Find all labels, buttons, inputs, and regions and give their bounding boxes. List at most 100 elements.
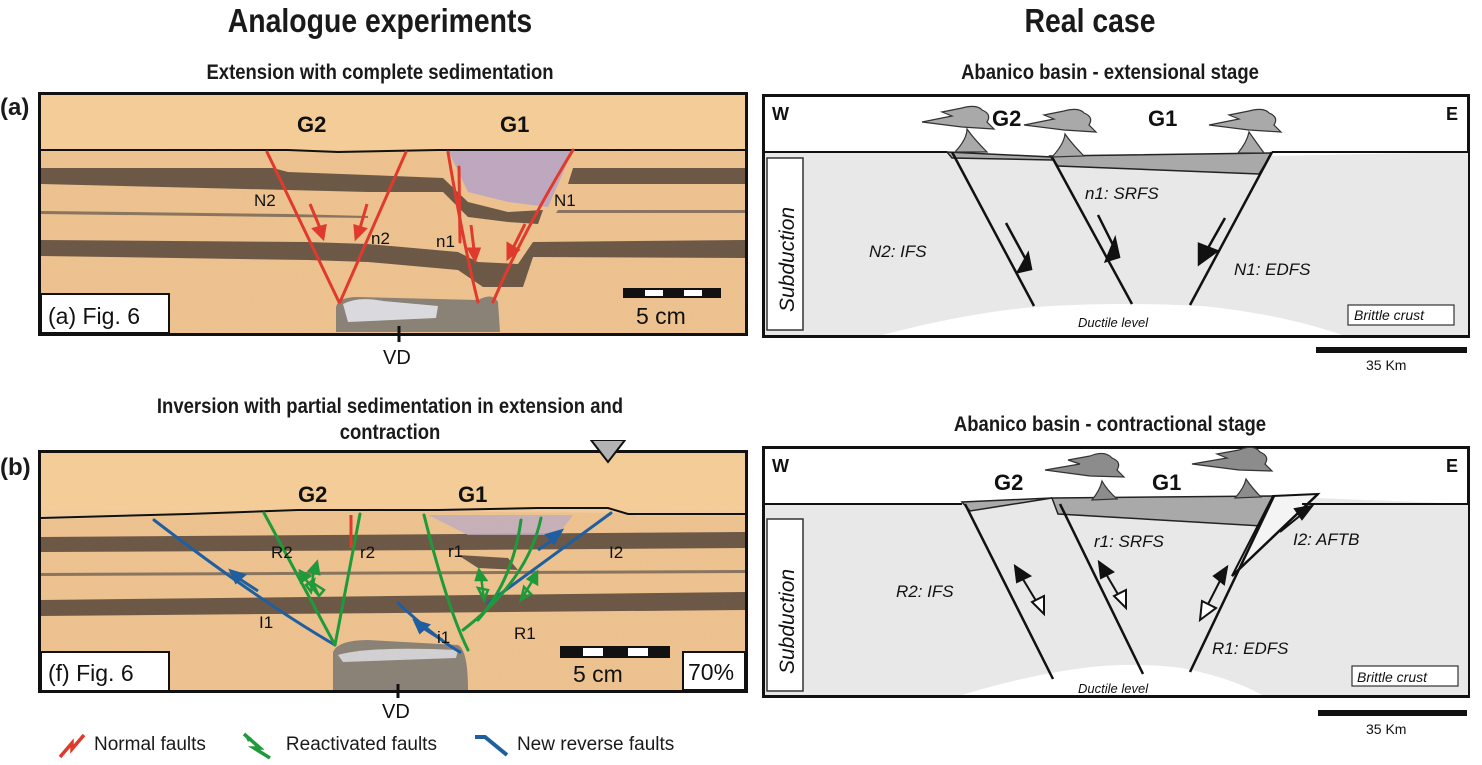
label-r2: r2 — [360, 543, 375, 562]
label-ductile-level: Ductile level — [1078, 681, 1149, 696]
fault-legend: Normal faults Reactivated faults New rev… — [56, 730, 756, 760]
fig-ref-b: (f) Fig. 6 — [48, 660, 134, 686]
label-G1: G1 — [458, 482, 487, 507]
label-R1: R1 — [514, 624, 536, 643]
reactivated-fault-arrows — [298, 559, 539, 604]
label-G2: G2 — [297, 112, 326, 137]
percent-label: 70% — [688, 659, 734, 685]
panel-b-experiment: G2 G1 R2 r2 r1 R1 I1 i1 I2 (f) Fig. 6 5 … — [38, 440, 748, 722]
fault-R1-EDFS — [1188, 495, 1276, 673]
con-fault-arrows — [1013, 504, 1315, 623]
label-brittle-crust: Brittle crust — [1357, 669, 1428, 685]
fault-r1 — [422, 513, 470, 652]
label-R2: R2 — [271, 543, 293, 562]
label-subduction: Subduction — [776, 569, 799, 674]
scale-label-con: 35 Km — [1366, 721, 1406, 737]
label-i1: i1 — [437, 628, 450, 647]
reverse-fault-arrows — [228, 528, 565, 642]
label-I1: I1 — [259, 613, 273, 632]
dark-layer — [41, 168, 368, 192]
label-G1: G1 — [1148, 106, 1177, 131]
label-r1: r1 — [448, 542, 463, 561]
percent-box — [682, 651, 746, 691]
panel-a-title: Extension with complete sedimentation — [206, 61, 554, 84]
panel-a-experiment: G2 G1 N2 n2 n1 N1 (a) Fig. 6 5 cm VD — [38, 92, 748, 368]
label-I2: I2 — [609, 543, 623, 562]
label-R1-EDFS: R1: EDFS — [1212, 639, 1289, 658]
label-n2: n2 — [371, 229, 390, 248]
surface-line — [41, 149, 745, 154]
label-G2: G2 — [994, 470, 1023, 495]
scale-bar-a — [623, 288, 721, 298]
volcano-icons — [921, 105, 1283, 158]
label-I2-AFTB: I2: AFTB — [1293, 530, 1359, 549]
brittle-crust-box — [1347, 304, 1455, 326]
fault-N1-EDFS — [1188, 151, 1274, 306]
dark-layer — [41, 240, 368, 262]
legend-item-reactivated: Reactivated faults — [240, 730, 437, 760]
label-r1-SRFS: r1: SRFS — [1094, 532, 1165, 551]
fault-n1-SRFS — [1050, 156, 1134, 305]
label-ductile-level: Ductile level — [1078, 315, 1149, 330]
real-ext-diagram: W E G2 G1 Subduction N2: IFS n1: SRFS N1… — [762, 94, 1470, 373]
label-R2-IFS: R2: IFS — [896, 582, 954, 601]
scale-bar-con — [1318, 710, 1467, 716]
label-n1-SRFS: n1: SRFS — [1085, 184, 1159, 203]
subduction-box-con — [766, 518, 804, 692]
scale-label-b: 5 cm — [573, 661, 623, 687]
fault-r2 — [333, 512, 362, 647]
label-west: W — [772, 456, 789, 476]
label-brittle-crust: Brittle crust — [1354, 307, 1425, 323]
label-N1-EDFS: N1: EDFS — [1234, 260, 1311, 279]
panel-a-letter: (a) — [0, 94, 30, 121]
ductile-level-ext — [882, 304, 1342, 335]
panel-b-title: Inversion with partial sedimentation in … — [156, 395, 624, 444]
panel-b-letter: (b) — [0, 454, 31, 481]
fault-n2 — [338, 150, 408, 304]
scale-label-ext: 35 Km — [1366, 357, 1406, 373]
heading-analogue-experiments: Analogue experiments — [227, 2, 533, 39]
vd-label-b: VD — [382, 701, 410, 722]
scale-bar-ext — [1316, 347, 1467, 353]
reactivated-fault-arrow-icon — [242, 732, 271, 760]
brittle-crust-box-con — [1351, 665, 1459, 687]
label-N1: N1 — [554, 191, 576, 210]
label-G1: G1 — [500, 112, 529, 137]
scale-label-a: 5 cm — [636, 303, 686, 329]
fig-ref-a: (a) Fig. 6 — [48, 303, 140, 329]
ext-fault-arrows — [1004, 214, 1227, 274]
fault-N1 — [491, 148, 575, 304]
surface-line-b — [40, 507, 745, 519]
label-N2-IFS: N2: IFS — [869, 242, 927, 261]
volcano-icons-con — [1044, 446, 1274, 501]
fault-R1 — [461, 516, 543, 632]
fault-R2-IFS — [963, 503, 1055, 680]
label-east: E — [1446, 456, 1458, 476]
label-G1: G1 — [1152, 470, 1181, 495]
legend-item-normal: Normal faults — [56, 730, 206, 760]
heading-real-case: Real case — [1024, 2, 1156, 39]
scale-bar-b — [560, 646, 670, 658]
label-east: E — [1446, 104, 1458, 124]
legend-label-normal: Normal faults — [94, 734, 206, 755]
label-G2: G2 — [298, 482, 327, 507]
fig-ref-box-a — [40, 293, 170, 334]
fault-I1 — [152, 518, 337, 647]
fault-N2 — [265, 150, 341, 304]
legend-item-reverse: New reverse faults — [471, 730, 674, 760]
normal-fault-arrows — [308, 203, 527, 264]
ductile-level-con — [962, 664, 1262, 695]
normal-fault-arrow-icon — [58, 733, 86, 759]
vd-label-a: VD — [383, 347, 411, 368]
subduction-box — [766, 157, 804, 331]
label-west: W — [772, 104, 789, 124]
real-con-title: Abanico basin - contractional stage — [953, 413, 1267, 436]
label-G2: G2 — [992, 106, 1021, 131]
label-N2: N2 — [254, 191, 276, 210]
label-n1: n1 — [436, 232, 455, 251]
legend-label-reverse: New reverse faults — [516, 734, 675, 755]
velocity-marker-triangle-icon — [589, 440, 627, 464]
label-subduction: Subduction — [776, 207, 799, 312]
fault-r1-SRFS — [1058, 503, 1145, 675]
fault-N2-IFS — [950, 151, 1036, 307]
